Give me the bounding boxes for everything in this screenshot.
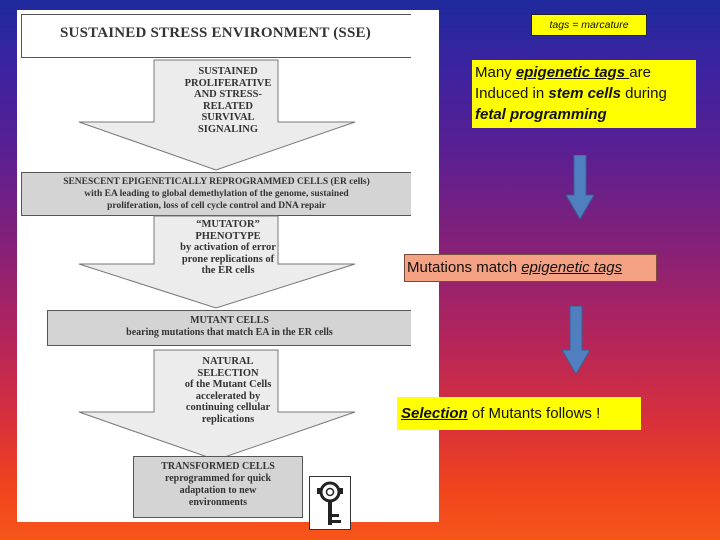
epigenetic-tags-emphasis: epigenetic tags xyxy=(515,64,630,81)
arrow3-line: of the Mutant Cells xyxy=(184,379,272,390)
sse-title-box: SUSTAINED STRESS ENVIRONMENT (SSE) xyxy=(21,14,411,58)
flow-arrow-shape xyxy=(78,59,356,171)
transformed-cells-heading: TRANSFORMED CELLS xyxy=(161,461,275,472)
note1-line3: fetal programming xyxy=(475,104,693,125)
arrow3-line: replications xyxy=(201,413,255,425)
note1-line2: Induced in stem cells during xyxy=(475,85,667,102)
mutant-cells-heading: MUTANT CELLS xyxy=(190,315,269,326)
epigenetic-tags-note: Many epigenetic tags are Induced in stem… xyxy=(472,60,696,128)
er-cells-line: proliferation, loss of cell cycle contro… xyxy=(107,201,326,211)
flow-arrow-shape xyxy=(78,349,356,461)
transformed-cells-line: adaptation to new xyxy=(179,485,257,496)
tags-translation-text: tags = marcature xyxy=(549,19,629,31)
arrow1-line: SURVIVAL xyxy=(201,112,255,123)
selection-follows-note: Selection of Mutants follows ! xyxy=(397,397,641,430)
arrow3-line: NATURAL xyxy=(202,356,254,367)
arrow2-line: prone replications of xyxy=(181,253,275,265)
arrow1-text: SUSTAINED PROLIFERATIVE AND STRESS- RELA… xyxy=(17,66,439,135)
selection-emphasis: Selection xyxy=(401,405,468,422)
er-cells-line: with EA leading to global demethylation … xyxy=(84,189,349,199)
arrow1-line: AND STRESS- xyxy=(194,89,262,100)
transformed-cells-box: TRANSFORMED CELLS reprogrammed for quick… xyxy=(133,456,303,518)
down-arrow-icon xyxy=(561,305,591,375)
note1-line1: Many epigenetic tags are xyxy=(475,64,651,81)
mutant-cells-line: bearing mutations that match EA in the E… xyxy=(126,327,333,338)
arrow2-line: by activation of error xyxy=(180,242,276,253)
arrow2-line: PHENOTYPE xyxy=(195,230,261,242)
transformed-cells-line: environments xyxy=(188,497,248,508)
sse-title: SUSTAINED STRESS ENVIRONMENT (SSE) xyxy=(60,25,371,41)
arrow1-line: PROLIFERATIVE xyxy=(184,77,272,89)
flow-arrow-shape xyxy=(78,215,356,309)
fetal-programming-emphasis: fetal programming xyxy=(475,106,607,123)
arrow2-text: “MUTATOR” PHENOTYPE by activation of err… xyxy=(17,219,439,277)
flow-diagram-panel: SUSTAINED STRESS ENVIRONMENT (SSE) SUSTA… xyxy=(17,10,439,530)
arrow2-line: the ER cells xyxy=(201,265,255,276)
down-arrow-icon xyxy=(565,154,595,220)
transformed-cells-line: reprogrammed for quick xyxy=(164,473,272,484)
er-cells-box: SENESCENT EPIGENETICALLY REPROGRAMMED CE… xyxy=(21,172,411,216)
mutant-cells-box: MUTANT CELLS bearing mutations that matc… xyxy=(47,310,411,346)
flow-arrow-selection: NATURAL SELECTION of the Mutant Cells ac… xyxy=(17,349,439,462)
tags-translation-note: tags = marcature xyxy=(531,14,647,36)
selection-follows-text: of Mutants follows ! xyxy=(467,405,601,422)
arrow3-line: SELECTION xyxy=(197,367,259,379)
arrow3-text: NATURAL SELECTION of the Mutant Cells ac… xyxy=(17,356,439,425)
mutations-match-text: Mutations match xyxy=(407,259,522,276)
arrow3-line: continuing cellular xyxy=(185,402,271,413)
arrow1-line: RELATED xyxy=(203,100,253,112)
flow-arrow-signaling: SUSTAINED PROLIFERATIVE AND STRESS- RELA… xyxy=(17,59,439,172)
arrow1-line: SUSTAINED xyxy=(198,66,258,77)
arrow1-line: SIGNALING xyxy=(197,123,259,135)
epigenetic-tags-emphasis: epigenetic tags xyxy=(521,259,623,276)
arrow2-line: “MUTATOR” xyxy=(196,219,260,230)
er-cells-heading: SENESCENT EPIGENETICALLY REPROGRAMMED CE… xyxy=(63,177,370,187)
flow-arrow-mutator: “MUTATOR” PHENOTYPE by activation of err… xyxy=(17,215,439,310)
arrow3-line: accelerated by xyxy=(195,390,261,402)
stem-cells-emphasis: stem cells xyxy=(548,85,621,102)
key-logo-icon xyxy=(309,476,351,530)
mutations-match-note: Mutations match epigenetic tags xyxy=(404,254,657,282)
